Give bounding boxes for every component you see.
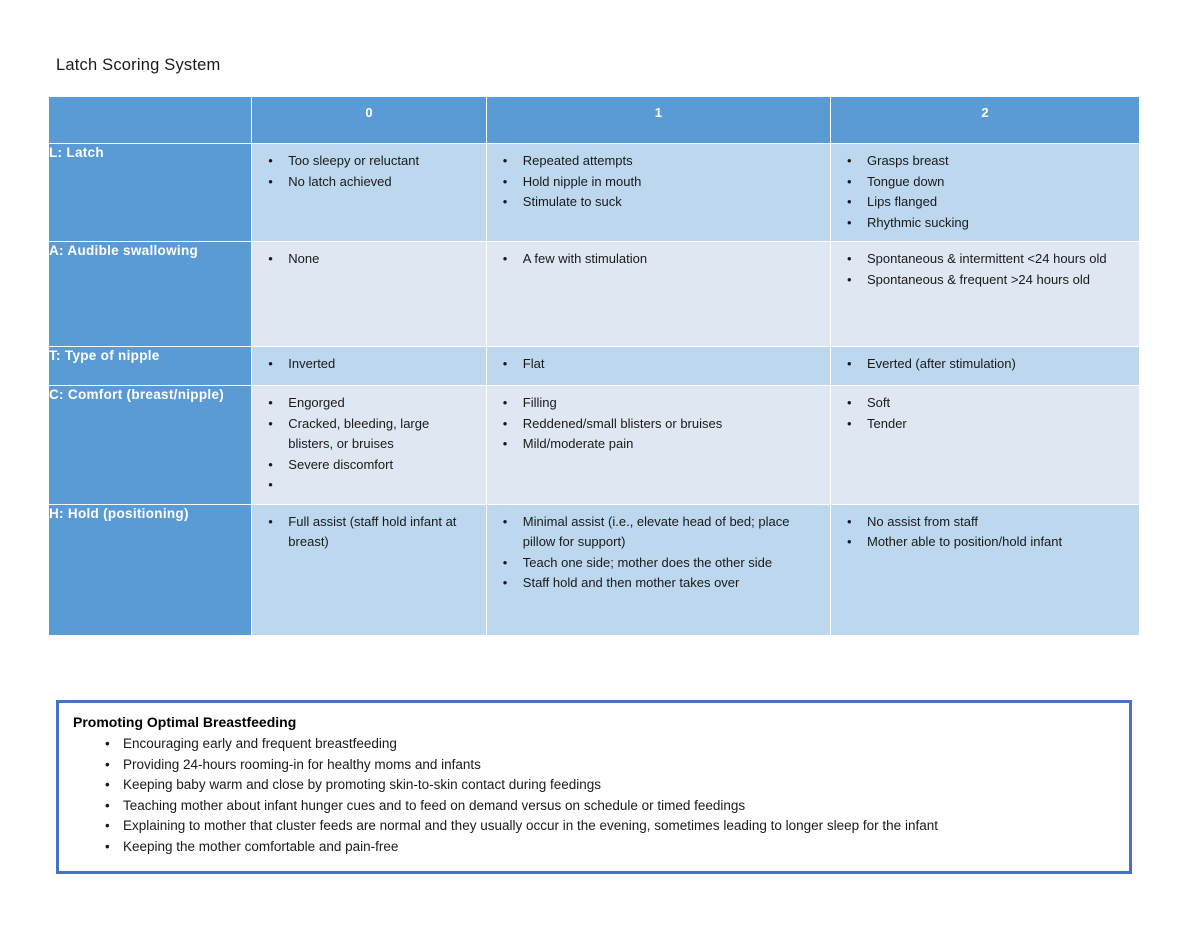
row-label-audible-swallowing: A: Audible swallowing — [47, 241, 253, 347]
bullet-list: Spontaneous & intermittent <24 hours old… — [833, 249, 1131, 290]
table-row: H: Hold (positioning) Full assist (staff… — [47, 503, 1140, 636]
bullet-list: Everted (after stimulation) — [833, 354, 1131, 375]
bullet-list: Repeated attemptsHold nipple in mouthSti… — [489, 151, 822, 213]
cell-type-score-0: Inverted — [251, 346, 487, 386]
list-item: Spontaneous & intermittent <24 hours old — [847, 249, 1131, 270]
header-label-score-2: 2 — [981, 105, 989, 120]
cell-audible-score-2: Spontaneous & intermittent <24 hours old… — [830, 241, 1140, 347]
bullet-list: EngorgedCracked, bleeding, large blister… — [254, 393, 478, 496]
cell-latch-score-1: Repeated attemptsHold nipple in mouthSti… — [485, 143, 832, 242]
list-item: Tongue down — [847, 172, 1131, 193]
row-label-comfort: C: Comfort (breast/nipple) — [47, 385, 253, 505]
list-item: Engorged — [268, 393, 478, 414]
cell-comfort-score-0: EngorgedCracked, bleeding, large blister… — [251, 385, 487, 505]
list-item: Encouraging early and frequent breastfee… — [105, 734, 1117, 755]
cell-latch-score-0: Too sleepy or reluctantNo latch achieved — [251, 143, 487, 242]
cell-hold-score-0: Full assist (staff hold infant at breast… — [251, 503, 487, 636]
bullet-list: None — [254, 249, 478, 270]
bullet-list: Grasps breastTongue downLips flangedRhyt… — [833, 151, 1131, 233]
promoting-optimal-breastfeeding-box: Promoting Optimal Breastfeeding Encourag… — [56, 700, 1132, 874]
list-item: Explaining to mother that cluster feeds … — [105, 816, 1117, 837]
row-label-type-of-nipple: T: Type of nipple — [47, 346, 253, 386]
list-item: No assist from staff — [847, 512, 1131, 533]
list-item: Flat — [503, 354, 822, 375]
list-item: No latch achieved — [268, 172, 478, 193]
list-item: Severe discomfort — [268, 455, 478, 476]
list-item: Hold nipple in mouth — [503, 172, 822, 193]
page-title: Latch Scoring System — [56, 56, 221, 74]
latch-scoring-table: 0 1 2 L: Latch Too sleepy or reluctantNo… — [47, 96, 1140, 636]
list-item: Spontaneous & frequent >24 hours old — [847, 270, 1131, 291]
cell-hold-score-2: No assist from staffMother able to posit… — [830, 503, 1140, 636]
row-label-latch: L: Latch — [47, 143, 253, 242]
table-row: A: Audible swallowing None A few with st… — [47, 241, 1140, 347]
list-item: Inverted — [268, 354, 478, 375]
header-cell-score-1: 1 — [485, 96, 832, 144]
bullet-list: Flat — [489, 354, 822, 375]
list-item: Filling — [503, 393, 822, 414]
list-item: Everted (after stimulation) — [847, 354, 1131, 375]
cell-latch-score-2: Grasps breastTongue downLips flangedRhyt… — [830, 143, 1140, 242]
list-item: Soft — [847, 393, 1131, 414]
bullet-list: FillingReddened/small blisters or bruise… — [489, 393, 822, 455]
list-item: Too sleepy or reluctant — [268, 151, 478, 172]
header-cell-score-0: 0 — [251, 96, 487, 144]
list-item: A few with stimulation — [503, 249, 822, 270]
table-body: L: Latch Too sleepy or reluctantNo latch… — [47, 143, 1140, 636]
cell-audible-score-1: A few with stimulation — [485, 241, 832, 347]
cell-hold-score-1: Minimal assist (i.e., elevate head of be… — [485, 503, 832, 636]
list-item: Mother able to position/hold infant — [847, 532, 1131, 553]
cell-comfort-score-2: SoftTender — [830, 385, 1140, 505]
bullet-list: SoftTender — [833, 393, 1131, 434]
list-item: Providing 24-hours rooming-in for health… — [105, 755, 1117, 776]
list-item: Lips flanged — [847, 192, 1131, 213]
header-label-score-0: 0 — [365, 105, 373, 120]
header-cell-blank — [47, 96, 253, 144]
list-item: Keeping the mother comfortable and pain-… — [105, 837, 1117, 858]
bullet-list: Inverted — [254, 354, 478, 375]
list-item: Repeated attempts — [503, 151, 822, 172]
bullet-list: No assist from staffMother able to posit… — [833, 512, 1131, 553]
list-item: Tender — [847, 414, 1131, 435]
bullet-list: Minimal assist (i.e., elevate head of be… — [489, 512, 822, 594]
list-item: None — [268, 249, 478, 270]
bullet-list: A few with stimulation — [489, 249, 822, 270]
bullet-list: Too sleepy or reluctantNo latch achieved — [254, 151, 478, 192]
list-item: Rhythmic sucking — [847, 213, 1131, 234]
table-row: T: Type of nipple Inverted Flat Everted … — [47, 346, 1140, 386]
table-header: 0 1 2 — [47, 96, 1140, 144]
table-row: C: Comfort (breast/nipple) EngorgedCrack… — [47, 385, 1140, 505]
promo-bullet-list: Encouraging early and frequent breastfee… — [71, 734, 1117, 857]
header-cell-score-2: 2 — [830, 96, 1140, 144]
list-item: Mild/moderate pain — [503, 434, 822, 455]
promo-box-title: Promoting Optimal Breastfeeding — [73, 714, 297, 730]
cell-audible-score-0: None — [251, 241, 487, 347]
list-item: Staff hold and then mother takes over — [503, 573, 822, 594]
list-item: Teaching mother about infant hunger cues… — [105, 796, 1117, 817]
header-label-score-1: 1 — [654, 105, 663, 120]
bullet-list: Full assist (staff hold infant at breast… — [254, 512, 478, 553]
list-item: Grasps breast — [847, 151, 1131, 172]
list-item: Teach one side; mother does the other si… — [503, 553, 822, 574]
cell-comfort-score-1: FillingReddened/small blisters or bruise… — [485, 385, 832, 505]
list-item: Full assist (staff hold infant at breast… — [268, 512, 478, 553]
list-item: Reddened/small blisters or bruises — [503, 414, 822, 435]
list-item: Keeping baby warm and close by promoting… — [105, 775, 1117, 796]
cell-type-score-1: Flat — [485, 346, 832, 386]
table-row: L: Latch Too sleepy or reluctantNo latch… — [47, 143, 1140, 242]
cell-type-score-2: Everted (after stimulation) — [830, 346, 1140, 386]
row-label-hold: H: Hold (positioning) — [47, 503, 253, 636]
list-item: Minimal assist (i.e., elevate head of be… — [503, 512, 822, 553]
list-item — [268, 475, 478, 496]
list-item: Stimulate to suck — [503, 192, 822, 213]
list-item: Cracked, bleeding, large blisters, or br… — [268, 414, 478, 455]
table-header-row: 0 1 2 — [47, 96, 1140, 144]
